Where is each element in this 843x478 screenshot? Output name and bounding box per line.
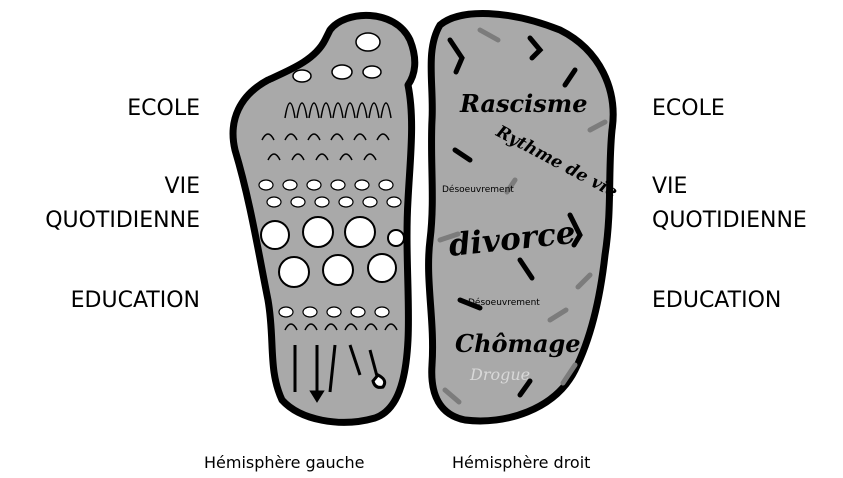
word-idleness-2: Désoeuvrement <box>468 297 540 308</box>
caption-right-hemisphere: Hémisphère droit <box>452 453 590 472</box>
caption-left-hemisphere: Hémisphère gauche <box>204 453 364 472</box>
word-faded: Drogue <box>469 365 530 384</box>
word-idleness-1: Désoeuvrement <box>442 184 514 195</box>
word-racism: Rascisme <box>459 89 587 118</box>
right-hemisphere <box>429 14 614 421</box>
word-unemployment: Chômage <box>455 329 581 358</box>
